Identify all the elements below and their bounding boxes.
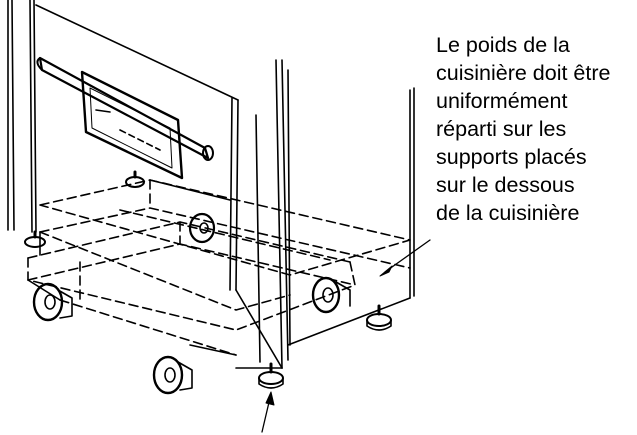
caption-line: réparti sur les bbox=[436, 117, 567, 141]
caster-front-left bbox=[32, 282, 73, 322]
foot-rear bbox=[125, 170, 145, 188]
leveling-feet bbox=[24, 170, 392, 389]
caption-line: uniformément bbox=[436, 89, 568, 113]
caption-line: de la cuisinière bbox=[436, 201, 580, 225]
arrow-to-right-support bbox=[379, 239, 431, 277]
caption-line: Le poids de la bbox=[436, 33, 570, 57]
caption-line: sur le dessous bbox=[436, 173, 575, 197]
caster-rear bbox=[188, 212, 216, 244]
dolly-platform bbox=[27, 179, 411, 356]
foot-left bbox=[24, 230, 46, 248]
oven-window bbox=[80, 70, 184, 180]
foot-right bbox=[366, 304, 392, 331]
arrow-to-front-support bbox=[261, 391, 275, 433]
cabinet-right bbox=[235, 59, 415, 369]
caster-wheels bbox=[32, 212, 351, 395]
caption-line: supports placés bbox=[436, 145, 587, 169]
caster-right bbox=[311, 276, 351, 314]
dolly-frame bbox=[27, 179, 237, 356]
caster-front-center bbox=[152, 355, 193, 395]
foot-front-center bbox=[258, 362, 284, 389]
stove-body bbox=[7, 0, 239, 291]
callout-arrows bbox=[261, 239, 431, 433]
caption-line: cuisinière doit être bbox=[436, 61, 611, 85]
